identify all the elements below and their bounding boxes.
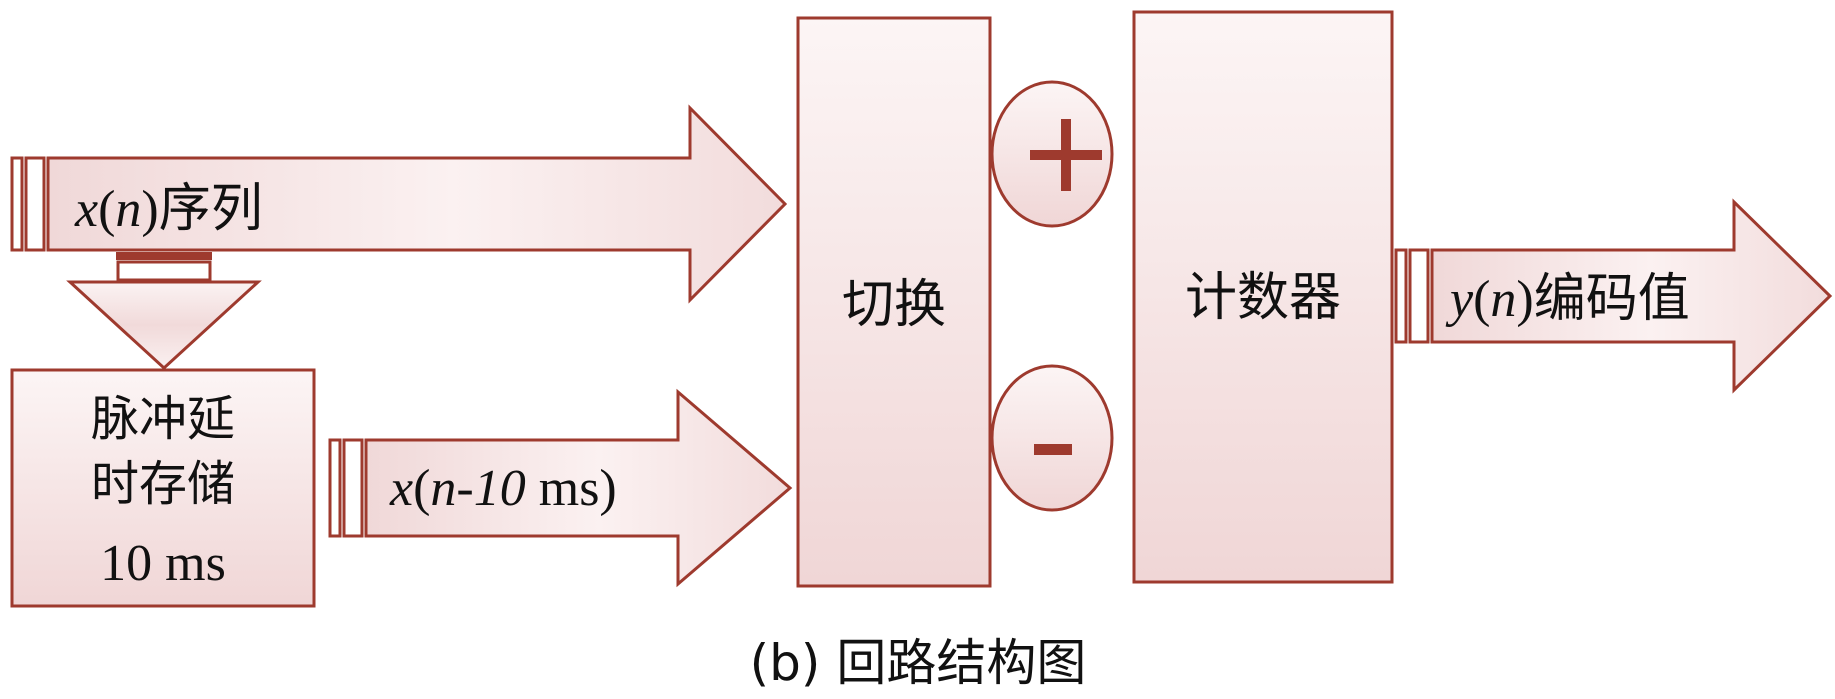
down-arrow — [66, 252, 262, 371]
output-signal-label: y(n)编码值 — [1445, 269, 1690, 329]
switch-label: 切换 — [842, 275, 946, 335]
delayed-signal-label: x(n-10 ms) — [389, 460, 617, 517]
delay-box-line1: 脉冲延 — [91, 391, 235, 447]
counter-label: 计数器 — [1185, 268, 1341, 328]
input-arrow — [10, 104, 788, 304]
input-signal-label: x(n)序列 — [74, 179, 263, 239]
delayed-arrow — [328, 388, 793, 588]
delay-storage-box: 脉冲延 时存储 10 ms — [10, 368, 316, 608]
plus-circle — [990, 80, 1114, 228]
delay-box-line3: 10 ms — [100, 535, 226, 592]
delay-box-line2: 时存储 — [91, 456, 235, 512]
figure-caption: (b) 回路结构图 — [750, 634, 1087, 692]
minus-circle — [990, 364, 1114, 512]
switch-box: 切换 — [796, 16, 992, 588]
counter-box: 计数器 — [1132, 10, 1394, 584]
output-arrow — [1394, 198, 1833, 394]
